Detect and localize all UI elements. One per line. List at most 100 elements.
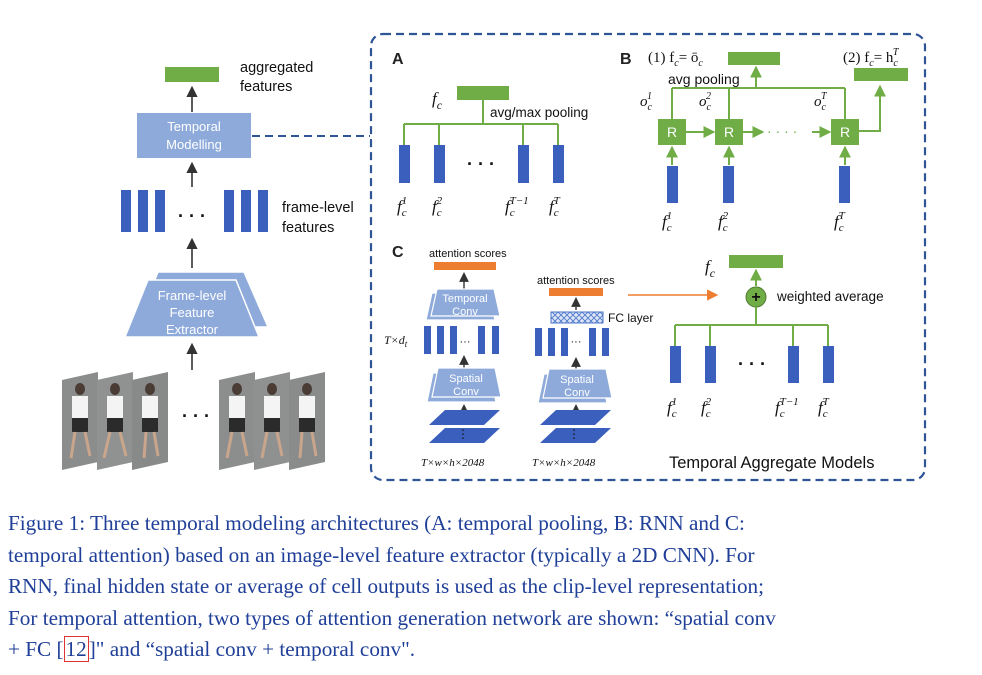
temporal-modelling-label-2: Modelling [166, 137, 222, 152]
rnn-cell [715, 119, 743, 145]
frames-dots: · · · [182, 406, 210, 426]
citation-link[interactable]: 12 [63, 636, 89, 662]
panel-a-temporal-pooling: A fc avg/max pooling · · · fc1 fc2 fcT−1… [392, 51, 588, 219]
panel-c-fT: fcT [818, 396, 830, 420]
panel-c-f2: fc2 [701, 396, 712, 420]
panel-a-fc: fc [432, 89, 443, 112]
spatial-conv-label-3: Spatial [560, 374, 594, 386]
extractor-label-3: Extractor [166, 322, 219, 337]
frame-features-label: features [282, 220, 334, 236]
panel-c-f1: fc1 [667, 396, 677, 420]
plus-sign: + [751, 289, 760, 306]
panel-b-output-bar-2 [854, 68, 908, 81]
panel-b-avg-pooling: avg pooling [668, 71, 740, 87]
panel-c-feature-bar [788, 346, 799, 383]
panel-c-feature-bar [823, 346, 834, 383]
small-dots-1: ··· [460, 336, 471, 348]
panel-b-o2: oc2 [699, 91, 712, 113]
spatial-conv-label-4: Conv [564, 387, 590, 399]
rnn-cell [831, 119, 859, 145]
attention-scores-bar-2 [549, 288, 603, 296]
frame-thumbnail [254, 372, 290, 470]
frame-thumbnail [219, 372, 255, 470]
panel-a-dots: · · · [467, 154, 495, 174]
panel-b-fT: fcT [834, 210, 846, 234]
figure-diagram: aggregated features Temporal Modelling ·… [62, 32, 927, 482]
panel-a-fT: fcT [549, 195, 561, 219]
features-label: features [240, 79, 292, 95]
caption-line-1: Figure 1: Three temporal modeling archit… [8, 511, 745, 535]
temporal-conv-label-2: Conv [452, 306, 478, 318]
frame-level-features: · · · [121, 190, 268, 232]
panel-c-feature-bar [670, 346, 681, 383]
frame-level-label: frame-level [282, 200, 354, 216]
panel-a-feature-bar [399, 145, 410, 183]
panel-a-output-bar [457, 86, 509, 100]
panel-b-feature-bar [667, 166, 678, 203]
rnn-cell-label: R [840, 124, 850, 140]
input-dims-1: T×w×h×2048 [421, 457, 485, 469]
temporal-aggregate-models-box [369, 32, 927, 482]
panel-c-fc: fc [705, 257, 716, 280]
panel-b-letter: B [620, 51, 632, 68]
panel-b-rnn: B (1) fc= ōc (2) fc= hcT avg pooling oc1… [620, 47, 908, 234]
attention-scores-label-2: attention scores [537, 275, 615, 287]
panel-c-fT1: fcT−1 [775, 396, 799, 420]
input-video-frames: · · · [62, 372, 325, 470]
weighted-average-label: weighted average [776, 289, 884, 304]
attention-net-temporal-conv: attention scores Temporal Conv T×dt ··· … [384, 248, 507, 469]
frame-dots: · · · [178, 206, 206, 226]
rnn-cell-label: R [724, 124, 734, 140]
panel-c-temporal-attention: C attention scores Temporal Conv T×dt ··… [384, 244, 884, 469]
temporal-modelling-label-1: Temporal [167, 119, 221, 134]
panel-c-letter: C [392, 244, 404, 261]
panel-a-feature-bar [553, 145, 564, 183]
attention-net-fc: attention scores FC layer ··· Spatial Co… [532, 275, 653, 469]
temporal-conv-label-1: Temporal [442, 293, 487, 305]
caption-line-5-start: + FC [ [8, 637, 64, 661]
panel-b-option-2: (2) fc= hcT [843, 47, 900, 69]
aggregated-feature-bar [165, 67, 219, 82]
panel-b-f2: fc2 [718, 210, 729, 234]
frame-thumbnail [289, 372, 325, 470]
t-dt-label: T×dt [384, 333, 408, 349]
fc-layer-label: FC layer [608, 311, 653, 325]
panel-a-f1: fc1 [397, 195, 407, 219]
panel-b-o1: oc1 [640, 91, 653, 113]
rnn-cell-label: R [667, 124, 677, 140]
panel-a-letter: A [392, 51, 404, 68]
aggregated-label: aggregated [240, 60, 313, 76]
figure-caption: Figure 1: Three temporal modeling archit… [8, 508, 976, 666]
vdots-2: ⋮ [568, 427, 580, 441]
extractor-label-1: Frame-level [158, 288, 227, 303]
panel-a-fT1: fcT−1 [505, 195, 529, 219]
left-pipeline: aggregated features Temporal Modelling ·… [62, 60, 354, 470]
panel-c-dots: · · · [738, 354, 766, 374]
panel-b-feature-bar [723, 166, 734, 203]
small-dots-2: ··· [571, 336, 582, 348]
panel-b-f1: fc1 [662, 210, 672, 234]
feature-extractor [123, 271, 270, 338]
fc-layer-block [550, 311, 604, 324]
frame-thumbnail [132, 372, 168, 470]
panel-b-dots: · · · · [767, 123, 797, 139]
temporal-modelling-box [137, 113, 251, 158]
panel-a-feature-bar [518, 145, 529, 183]
panel-c-feature-bar [705, 346, 716, 383]
input-dims-2: T×w×h×2048 [532, 457, 596, 469]
box-title: Temporal Aggregate Models [669, 454, 874, 472]
caption-line-5-end: ]" and “spatial conv + temporal conv". [88, 637, 416, 661]
caption-line-4: For temporal attention, two types of att… [8, 605, 776, 630]
attention-scores-label-1: attention scores [429, 248, 507, 260]
vdots-1: ⋮ [457, 427, 469, 441]
extractor-label-2: Feature [170, 305, 215, 320]
spatial-conv-label-1: Spatial [449, 373, 483, 385]
frame-thumbnail [97, 372, 133, 470]
panel-b-feature-bar [839, 166, 850, 203]
caption-line-2: temporal attention) based on an image-le… [8, 542, 755, 567]
frame-thumbnail [62, 372, 98, 470]
attention-scores-bar [434, 262, 496, 270]
panel-a-pooling-label: avg/max pooling [490, 105, 588, 120]
panel-c-output-bar [729, 255, 783, 268]
panel-b-option-1: (1) fc= ōc [648, 50, 703, 69]
